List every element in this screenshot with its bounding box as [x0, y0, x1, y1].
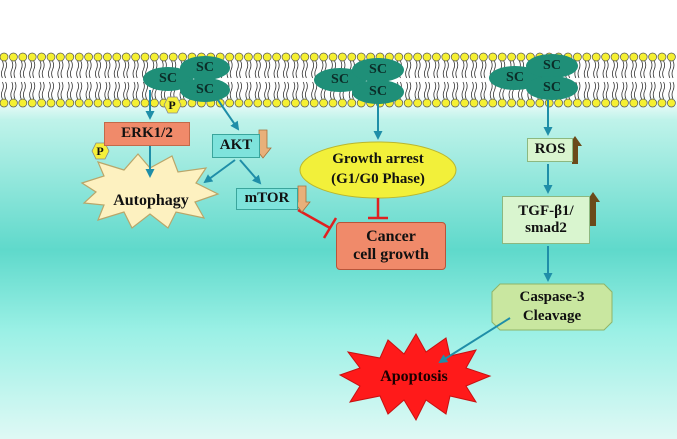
inhibit-mtor-cancer [297, 208, 331, 230]
cancer-line1: Cancer [366, 227, 416, 245]
arrow-caspase-apoptosis [438, 317, 511, 364]
sc-label: SC [159, 71, 177, 86]
caspase-label: Caspase-3 Cleavage [496, 289, 608, 324]
erk-node: ERK1/2 [104, 122, 190, 146]
arrow-akt-autophagy [203, 159, 236, 184]
inhibition-arrows [297, 198, 388, 239]
activation-arrows [145, 90, 553, 364]
phospho-label: P [96, 144, 104, 158]
sc-label: SC [196, 82, 214, 97]
sc-label: SC [369, 84, 387, 99]
sc-label: SC [543, 58, 561, 73]
apoptosis-label: Apoptosis [380, 368, 448, 385]
caspase-line1: Caspase-3 [519, 289, 585, 305]
sc-label: SC [331, 72, 349, 87]
tgf-line2: smad2 [525, 220, 567, 236]
mtor-node: mTOR [236, 188, 298, 210]
apoptosis-burst [338, 333, 492, 422]
autophagy-burst [80, 153, 220, 229]
growth-arrest-label: Growth arrest (G1/G0 Phase) [306, 151, 450, 187]
growth-arrest-line1: Growth arrest [332, 151, 424, 167]
caspase-box [491, 283, 613, 331]
caspase-line2: Cleavage [522, 307, 582, 324]
growth-arrest-line2: (G1/G0 Phase) [331, 170, 425, 187]
phospho-hexagon-1 [163, 96, 182, 114]
akt-node: AKT [212, 134, 260, 158]
sc-cluster-left [143, 56, 230, 102]
arrow-akt-mtor [239, 159, 262, 185]
ros-node: ROS [527, 138, 573, 162]
phospho-label: P [168, 98, 176, 112]
sc-label: SC [196, 60, 214, 75]
arrow-sc-akt [217, 99, 240, 131]
autophagy-label: Autophagy [113, 192, 189, 209]
sc-cluster-right [489, 54, 578, 100]
tgf-line1: TGF-β1/ [518, 202, 574, 219]
sc-label: SC [369, 62, 387, 77]
phospho-hexagon-2 [91, 142, 110, 160]
tgf-smad2-node: TGF-β1/ smad2 [502, 196, 590, 244]
cancer-cell-growth-node: Cancer cell growth [336, 222, 446, 270]
sc-label: SC [543, 80, 561, 95]
sc-label: SC [506, 70, 524, 85]
sc-cluster-middle [314, 58, 404, 104]
cancer-line2: cell growth [353, 246, 429, 263]
